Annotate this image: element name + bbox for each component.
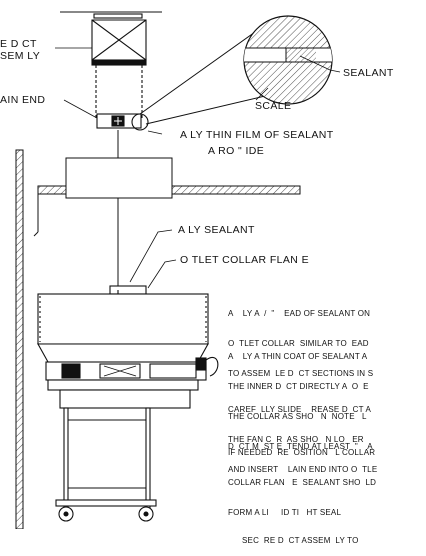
note-3-line-3: AND INSERT LAIN END INTO O TLE xyxy=(228,465,378,474)
note-3-line-2: THE FAN C R AS SHO N LO ER xyxy=(228,435,364,444)
note-4-line-2: COLLAR FLAN E SEALANT SHO LD xyxy=(228,478,377,487)
note-2: A LY A THIN COAT OF SEALANT A THE INNER … xyxy=(228,332,426,462)
label-outlet-collar-flange: O TLET COLLAR FLAN E xyxy=(180,254,309,266)
label-thin-film-line1: A LY THIN FILM OF SEALANT xyxy=(180,129,334,141)
sealant-detail-magnified xyxy=(243,15,333,105)
ceiling-section xyxy=(33,157,301,237)
label-plain-end: AIN END xyxy=(0,94,46,106)
note-5: SEC RE D CT ASSEM LY TO xyxy=(242,516,426,556)
note-4-line-3: FORM A LI ID TI HT SEAL xyxy=(228,508,342,517)
fan-unit xyxy=(37,285,219,409)
label-grease-duct-line1: E D CT xyxy=(0,38,37,50)
detail-leaders xyxy=(55,47,341,135)
plain-end-detail xyxy=(96,113,149,131)
note-2-line-2: THE INNER D CT DIRECTLY A O E xyxy=(228,382,369,391)
label-thin-film-line2: A RO " IDE xyxy=(208,145,265,157)
note-1-line-2: O TLET COLLAR SIMILAR TO EAD xyxy=(228,339,369,348)
label-scale: SCALE xyxy=(255,100,292,112)
note-2-line-3: THE COLLAR AS SHO N NOTE L xyxy=(228,412,367,421)
wall-section xyxy=(15,149,24,529)
note-2-line-1: A LY A THIN COAT OF SEALANT A xyxy=(228,352,368,361)
collar-leaders xyxy=(129,229,177,289)
label-apply-sealant: A LY SEALANT xyxy=(178,224,255,236)
note-3: CAREF LLY SLIDE REASE D CT A THE FAN C R… xyxy=(228,385,426,485)
duct-installation-diagram xyxy=(15,11,341,529)
grease-duct-assembly xyxy=(60,11,162,118)
cart-stand xyxy=(55,407,157,522)
zoom-leader-lines xyxy=(139,31,266,125)
note-4: IF NEEDED RE OSITION L COLLAR COLLAR FLA… xyxy=(228,428,426,528)
label-grease-duct-line2: SEM LY xyxy=(0,50,41,62)
note-5-line-1: SEC RE D CT ASSEM LY TO xyxy=(242,536,359,545)
note-1-line-1: A LY A / " EAD OF SEALANT ON xyxy=(228,309,371,318)
note-2-line-4: D CT M ST E TEND AT LEAST " A xyxy=(228,442,373,451)
note-1: A LY A / " EAD OF SEALANT ON O TLET COLL… xyxy=(228,289,426,389)
note-4-line-1: IF NEEDED RE OSITION L COLLAR xyxy=(228,448,376,457)
note-1-line-3: TO ASSEM LE D CT SECTIONS IN S xyxy=(228,369,374,378)
label-sealant: SEALANT xyxy=(343,67,394,79)
note-3-line-1: CAREF LLY SLIDE REASE D CT A xyxy=(228,405,372,414)
